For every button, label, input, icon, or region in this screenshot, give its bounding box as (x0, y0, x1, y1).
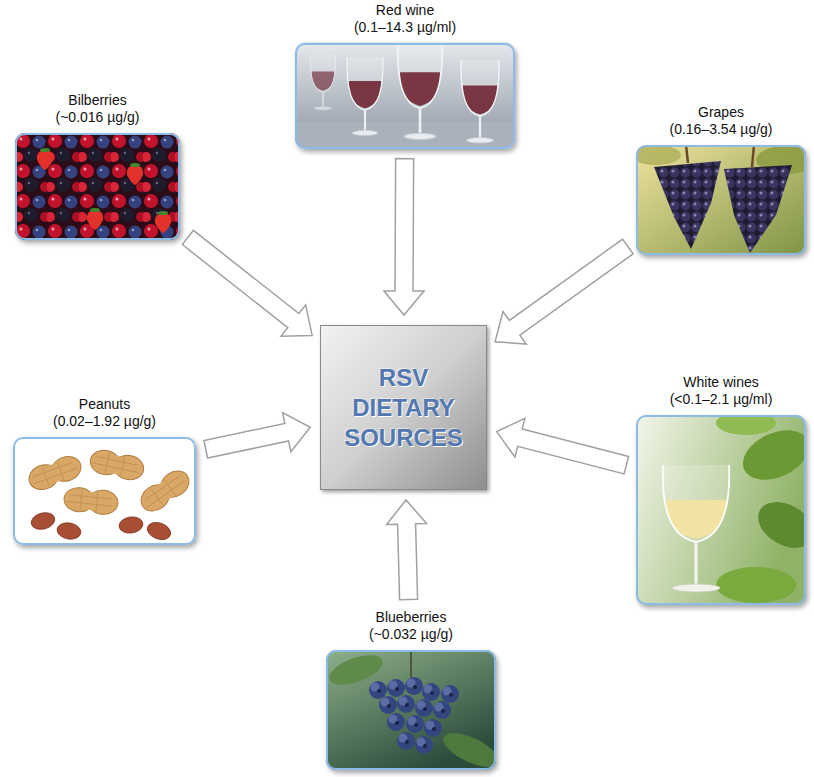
red-wine-picture (295, 42, 515, 148)
center-box: RSV DIETARY SOURCES (320, 325, 487, 490)
block-arrow (182, 230, 312, 336)
source-node: Red wine(0.1–14.3 µg/ml) (295, 2, 515, 149)
block-arrow (387, 500, 427, 600)
source-name: Grapes (698, 104, 744, 121)
source-name: Red wine (376, 2, 434, 19)
source-name: Peanuts (79, 396, 130, 413)
source-label: White wines(<0.1–2.1 µg/ml) (636, 374, 806, 408)
white-wine-picture (636, 415, 806, 605)
source-label: Red wine(0.1–14.3 µg/ml) (295, 2, 515, 36)
source-label: Bilberries(~0.016 µg/g) (15, 92, 180, 126)
center-frame: RSV DIETARY SOURCES (320, 325, 487, 490)
source-label: Grapes(0.16–3.54 µg/g) (636, 104, 806, 138)
content-range: (0.02–1.92 µg/g) (53, 413, 156, 430)
content-range: (0.1–14.3 µg/ml) (354, 19, 456, 36)
source-node: Grapes(0.16–3.54 µg/g) (636, 104, 806, 255)
source-node: Bilberries(~0.016 µg/g) (15, 92, 180, 240)
content-range: (<0.1–2.1 µg/ml) (670, 391, 773, 408)
content-range: (~0.032 µg/g) (369, 626, 453, 643)
peanuts-picture (13, 437, 196, 545)
block-arrow (497, 418, 629, 474)
source-label: Blueberries(~0.032 µg/g) (326, 609, 496, 643)
picture-frame (295, 43, 515, 149)
center-title: RSV DIETARY SOURCES (336, 363, 471, 453)
source-label: Peanuts(0.02–1.92 µg/g) (13, 396, 196, 430)
source-name: Blueberries (376, 609, 447, 626)
block-arrow (204, 413, 310, 458)
source-name: White wines (683, 374, 758, 391)
grapes-picture (636, 145, 806, 255)
source-node: Peanuts(0.02–1.92 µg/g) (13, 396, 196, 545)
picture-frame (326, 650, 496, 770)
content-range: (~0.016 µg/g) (56, 109, 140, 126)
block-arrow (384, 159, 424, 315)
picture-frame (636, 145, 806, 255)
content-range: (0.16–3.54 µg/g) (669, 121, 772, 138)
blueberries-picture (326, 650, 496, 770)
berries-picture (15, 133, 180, 240)
source-node: Blueberries(~0.032 µg/g) (326, 609, 496, 770)
source-node: White wines(<0.1–2.1 µg/ml) (636, 374, 806, 605)
picture-frame (13, 437, 196, 545)
picture-frame (636, 415, 806, 605)
picture-frame (15, 133, 180, 240)
source-name: Bilberries (68, 92, 126, 109)
block-arrow (495, 239, 633, 344)
